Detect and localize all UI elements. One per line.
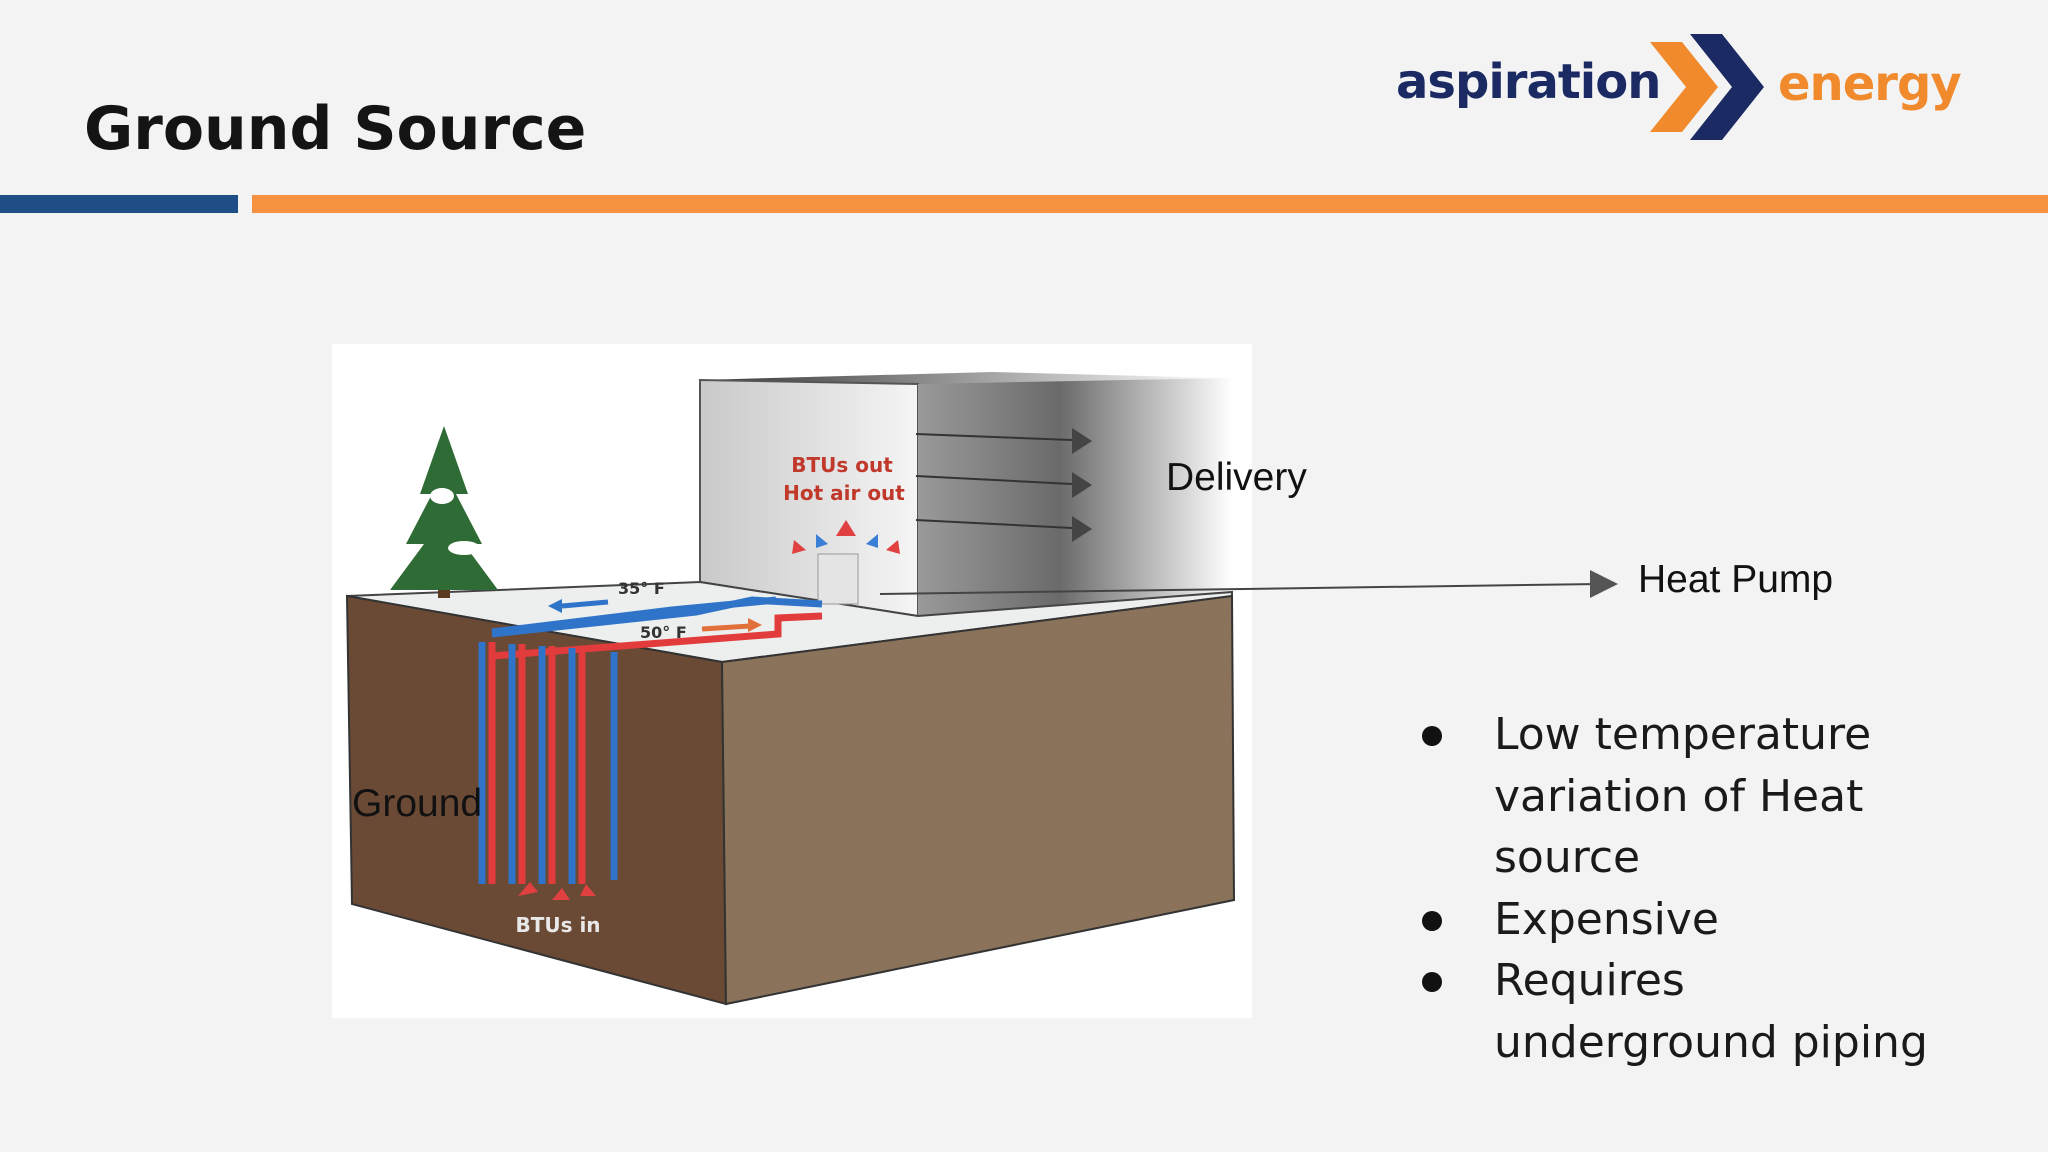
pipe-warm-arrowhead bbox=[748, 618, 762, 632]
pipe-cold-arrow bbox=[561, 599, 609, 609]
bullet-text: Low temperature variation of Heat source bbox=[1494, 709, 1872, 883]
page-title: Ground Source bbox=[84, 94, 587, 164]
bullet-text: Expensive bbox=[1494, 893, 1719, 945]
pipe-warm-arrow bbox=[701, 623, 751, 632]
logo-word-energy: energy bbox=[1778, 56, 1962, 112]
temp-cold-label: 35° F bbox=[618, 579, 665, 598]
list-item: Requires underground piping bbox=[1414, 950, 1934, 1073]
bullet-list: Low temperature variation of Heat source… bbox=[1414, 704, 1934, 1073]
bullet-dot bbox=[1422, 910, 1442, 931]
bullet-text: Requires underground piping bbox=[1494, 955, 1928, 1068]
box-text-btus-out: BTUs out bbox=[791, 453, 893, 477]
diagram-illustration: BTUs out Hot air out 35° F 50° F BTUs in bbox=[345, 372, 1236, 1006]
list-item: Low temperature variation of Heat source bbox=[1414, 704, 1934, 889]
ground-loop-pipes bbox=[478, 596, 823, 884]
title-rule-blue bbox=[0, 195, 238, 213]
delivery-arrows bbox=[915, 428, 1092, 542]
bullet-dot bbox=[1422, 972, 1442, 992]
aspiration-energy-logo: aspiration energy bbox=[1396, 32, 1962, 142]
tree-icon bbox=[390, 426, 498, 598]
pipe-cold-arrowhead bbox=[548, 599, 562, 613]
heat-pump-label: Heat Pump bbox=[1638, 558, 1834, 601]
air-arrows bbox=[792, 520, 900, 554]
ground-right bbox=[720, 594, 1236, 1006]
logo-word-aspiration: aspiration bbox=[1396, 54, 1661, 110]
box-text-hot-air-out: Hot air out bbox=[783, 481, 905, 505]
heat-pump-unit bbox=[817, 553, 859, 605]
title-rule-orange bbox=[252, 195, 2048, 213]
double-chevron-icon bbox=[1650, 34, 1764, 140]
list-item: Expensive bbox=[1414, 889, 1934, 951]
bullet-dot bbox=[1422, 726, 1442, 746]
delivery-label: Delivery bbox=[1166, 456, 1307, 499]
ground-source-diagram: BTUs out Hot air out 35° F 50° F BTUs in bbox=[332, 344, 1252, 1018]
temp-warm-label: 50° F bbox=[640, 623, 687, 642]
ground-label: Ground bbox=[352, 782, 483, 825]
btus-in-arrows bbox=[518, 882, 596, 900]
btus-in-label: BTUs in bbox=[515, 913, 600, 937]
